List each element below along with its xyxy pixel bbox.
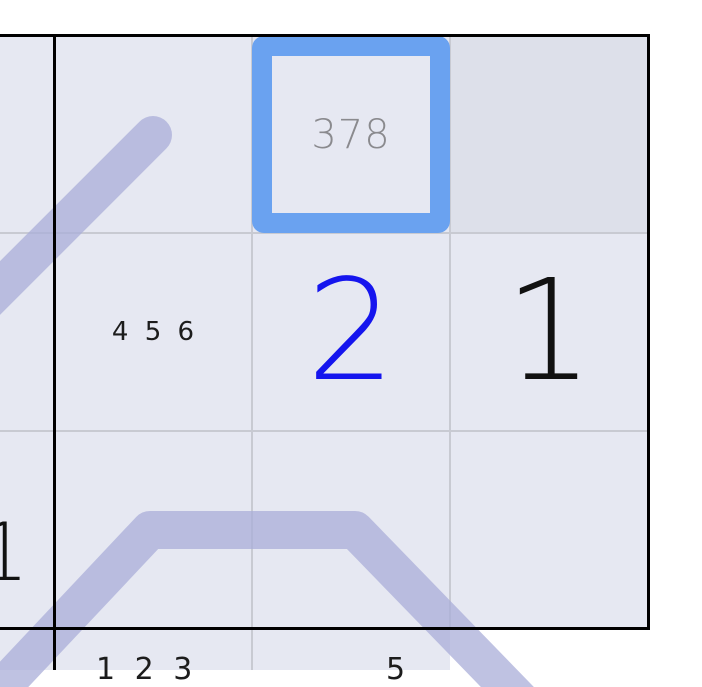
given-digit: 1 bbox=[504, 250, 594, 413]
corner-pencil-marks: 4 5 6 bbox=[111, 317, 195, 347]
box-border bbox=[647, 34, 650, 630]
grid-line bbox=[0, 430, 648, 432]
cell-r1-c0[interactable] bbox=[0, 36, 54, 233]
user-digit: 2 bbox=[306, 250, 396, 413]
cell-r1-c3[interactable] bbox=[450, 36, 648, 233]
cell-digit-2[interactable]: 2 bbox=[252, 233, 450, 431]
cell-r4-c2[interactable] bbox=[252, 628, 450, 670]
grid-line bbox=[449, 36, 451, 628]
partial-corner-marks: 1 2 3 bbox=[96, 652, 193, 687]
cell-digit-1[interactable]: 1 bbox=[450, 233, 648, 431]
cell-corner-456[interactable]: 4 5 6 bbox=[54, 233, 252, 431]
grid-line bbox=[251, 36, 253, 670]
center-pencil-marks: 378 bbox=[311, 111, 391, 158]
partial-digit-left: 1 bbox=[0, 506, 29, 599]
cell-r4-c0[interactable] bbox=[0, 628, 54, 670]
cell-r1-c1[interactable] bbox=[54, 36, 252, 233]
cell-r3-c1[interactable] bbox=[54, 431, 252, 628]
partial-mark-5: 5 bbox=[386, 652, 406, 687]
sudoku-board: 378 4 5 6 2 1 1 1 2 3 5 bbox=[0, 34, 650, 687]
cell-r2-c0[interactable] bbox=[0, 233, 54, 431]
cell-r3-c3[interactable] bbox=[450, 431, 648, 628]
box-border bbox=[53, 34, 56, 670]
grid-line bbox=[0, 232, 648, 234]
cell-selected[interactable]: 378 bbox=[252, 36, 450, 233]
box-border bbox=[0, 627, 650, 630]
box-border bbox=[0, 34, 650, 37]
cell-r3-c2[interactable] bbox=[252, 431, 450, 628]
